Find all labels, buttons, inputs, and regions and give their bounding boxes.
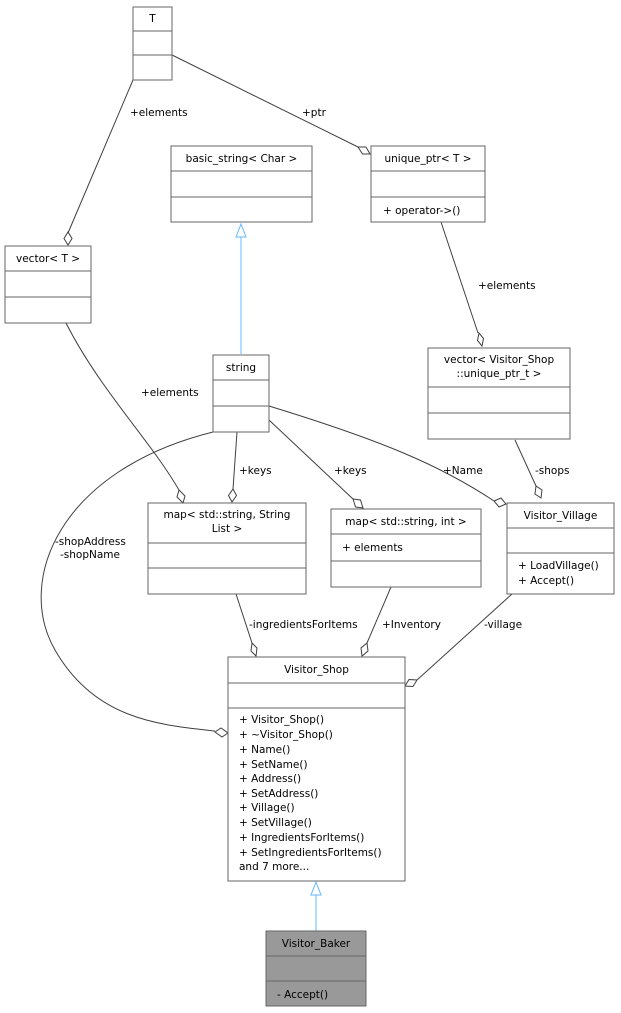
class-method: - Accept() <box>277 989 328 1001</box>
aggregation-diamond <box>176 489 186 504</box>
class-name-line: ::unique_ptr_t > <box>457 368 542 380</box>
class-name: unique_ptr< T > <box>384 153 471 165</box>
class-name: Visitor_Baker <box>282 938 351 950</box>
class-name-line: vector< Visitor_Shop <box>444 354 555 366</box>
edge-label-map-int-shop: +Inventory <box>382 619 441 631</box>
class-visitor-baker[interactable]: Visitor_Baker - Accept() <box>265 930 367 1007</box>
edge-label-vector-map: +elements <box>141 387 199 399</box>
class-name: Visitor_Village <box>524 510 598 522</box>
class-unique-ptr[interactable]: unique_ptr< T > + operator->() <box>370 145 486 223</box>
class-name: basic_string< Char > <box>186 153 298 165</box>
class-name: T <box>148 13 156 25</box>
edge-map-int-to-shop <box>366 586 392 644</box>
class-method: + operator->() <box>383 205 460 217</box>
class-method: + SetVillage() <box>239 817 312 829</box>
edge-label-unique-vector: +elements <box>478 280 536 292</box>
class-method: + IngredientsForItems() <box>239 832 364 844</box>
class-string[interactable]: string <box>212 354 270 433</box>
class-visitor-shop[interactable]: Visitor_Shop + Visitor_Shop() + ~Visitor… <box>227 656 406 882</box>
class-method: + Village() <box>239 802 295 814</box>
edge-label-village-shop: -village <box>484 619 522 631</box>
class-method: + Visitor_Shop() <box>239 714 324 726</box>
edge-vector-to-village <box>514 439 537 487</box>
edge-map-list-to-shop <box>235 593 253 644</box>
edge-label-map-list-shop: -ingredientsForItems <box>249 619 358 631</box>
edge-label-t-unique: +ptr <box>302 107 327 119</box>
class-vector-t[interactable]: vector< T > <box>4 245 92 324</box>
aggregation-diamond <box>352 498 364 509</box>
class-method: + LoadVillage() <box>518 560 599 572</box>
aggregation-diamond <box>493 497 507 508</box>
class-method: + SetAddress() <box>239 788 318 800</box>
aggregation-diamond <box>360 642 369 657</box>
edge-label-shop-name: -shopName <box>60 549 120 561</box>
edge-village-to-shop <box>416 593 513 681</box>
edge-string-to-village <box>268 405 495 502</box>
aggregation-diamond <box>476 331 485 348</box>
aggregation-diamond <box>404 678 418 688</box>
class-t[interactable]: T <box>132 6 173 81</box>
edge-label-string-map-list: +keys <box>239 465 272 477</box>
edge-string-to-map-int <box>268 419 354 500</box>
aggregation-diamond <box>534 485 543 499</box>
edge-label-shop-address: -shopAddress <box>55 536 126 548</box>
edge-unique-ptr-to-vector <box>440 221 479 334</box>
edge-label-string-village: +Name <box>443 465 483 477</box>
aggregation-diamond <box>63 231 73 246</box>
aggregation-diamond <box>214 727 229 738</box>
edge-t-to-vector <box>67 79 134 234</box>
class-method: + SetName() <box>239 759 308 771</box>
edge-string-to-map-list <box>232 431 238 490</box>
class-method: + Address() <box>239 773 301 785</box>
class-method-more: and 7 more... <box>239 861 309 873</box>
class-name-line: List > <box>212 523 243 535</box>
class-basic-string[interactable]: basic_string< Char > <box>170 145 313 223</box>
class-method: + SetIngredientsForItems() <box>239 847 382 859</box>
aggregation-diamond <box>227 488 238 503</box>
edge-label-t-vector: +elements <box>130 107 188 119</box>
class-method: + Name() <box>239 744 290 756</box>
class-method: + Accept() <box>518 575 574 587</box>
edge-label-vector-village: -shops <box>535 465 569 477</box>
class-name: vector< T > <box>16 253 80 265</box>
edge-string-to-shop <box>40 431 216 732</box>
class-name-line: map< std::string, String <box>164 509 291 521</box>
aggregation-diamond <box>357 146 371 155</box>
inheritance-arrow <box>310 880 322 896</box>
aggregation-diamond <box>250 641 258 658</box>
class-vector-unique-ptr[interactable]: vector< Visitor_Shop ::unique_ptr_t > <box>427 347 571 440</box>
class-map-string-list[interactable]: map< std::string, String List > <box>147 502 307 595</box>
inheritance-arrow <box>235 222 247 238</box>
edge-vector-to-map-list <box>65 322 180 491</box>
class-visitor-village[interactable]: Visitor_Village + LoadVillage() + Accept… <box>506 502 615 595</box>
class-attribute: + elements <box>342 542 403 554</box>
edge-t-to-unique-ptr <box>171 54 359 148</box>
class-method: + ~Visitor_Shop() <box>239 729 333 741</box>
class-name: Visitor_Shop <box>284 664 349 676</box>
class-map-string-int[interactable]: map< std::string, int > + elements <box>330 508 482 588</box>
class-name: string <box>226 362 256 374</box>
class-name: map< std::string, int > <box>345 516 466 528</box>
edge-label-string-map-int: +keys <box>334 465 367 477</box>
